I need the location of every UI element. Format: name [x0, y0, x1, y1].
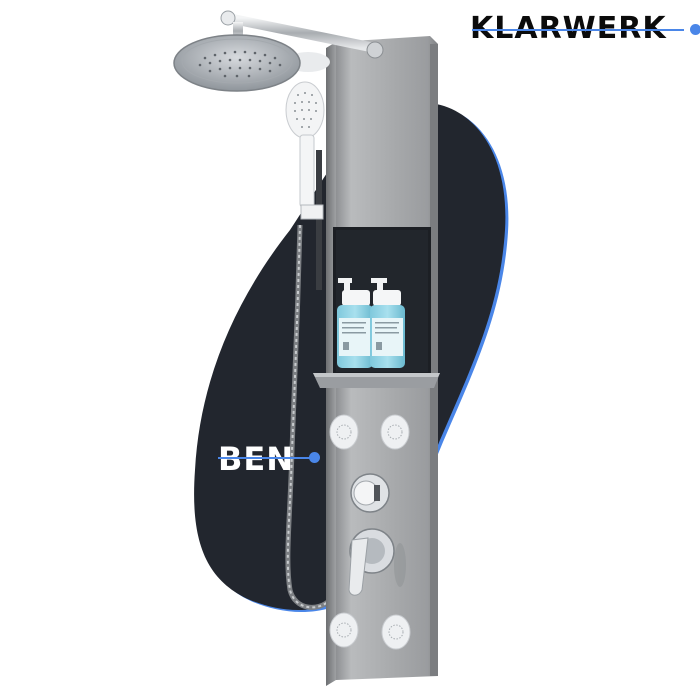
- brand-logo: KLARWERK: [470, 10, 700, 50]
- product-label-text: BEN: [218, 440, 295, 478]
- label-underline-accent: [218, 457, 310, 459]
- brand-name: KLARWERK: [470, 11, 667, 46]
- bottles: [337, 278, 405, 368]
- logo-strike-line: [472, 29, 684, 31]
- rain-shower-head-icon: [173, 34, 301, 92]
- label-dot-accent: [309, 452, 320, 463]
- shower-hose: [285, 224, 332, 610]
- body-jet-icons: [329, 414, 411, 650]
- hand-shower-icon: [285, 81, 325, 139]
- product-label: BEN: [218, 440, 328, 480]
- shower-arm: [223, 13, 380, 53]
- logo-dot-accent: [690, 24, 700, 35]
